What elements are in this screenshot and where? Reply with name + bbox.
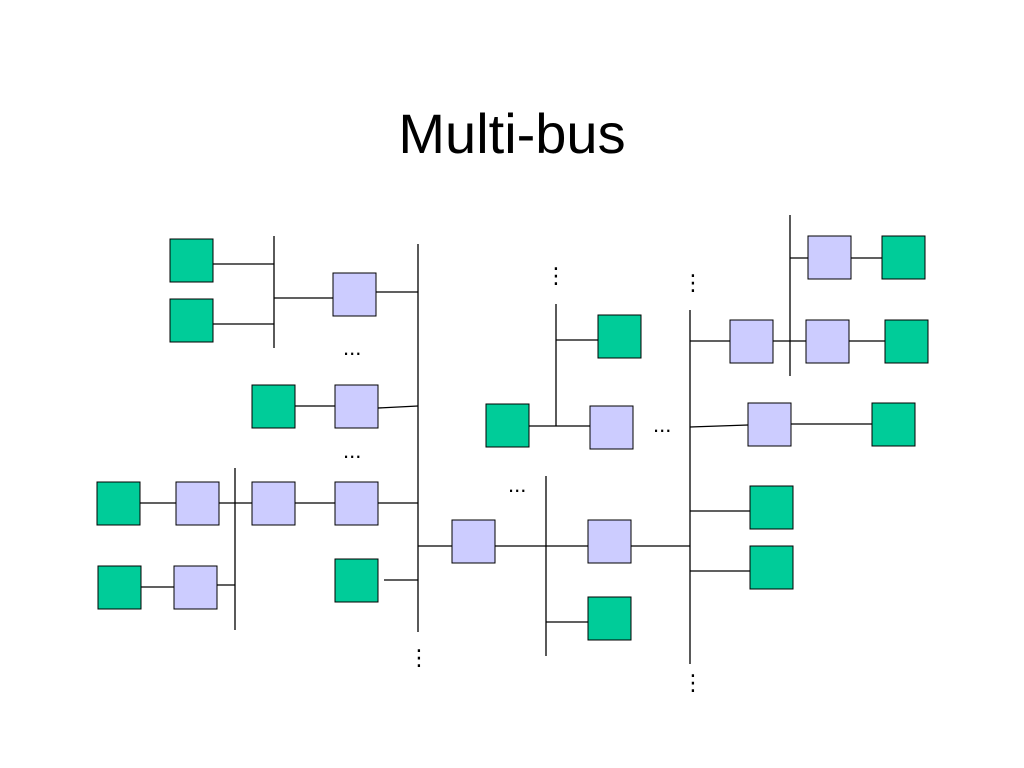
device-node (96, 481, 141, 526)
device-node (587, 596, 632, 641)
device-node (749, 545, 794, 590)
bridge-node (589, 405, 634, 450)
device-node (485, 403, 530, 448)
connector (689, 424, 749, 428)
bridge-nodes (173, 235, 852, 610)
device-node (97, 565, 142, 610)
ellipsis: ... (343, 335, 361, 360)
ellipses: ... ... ... ... ⋮ ⋮ ⋮ ⋮ (343, 263, 704, 695)
vertical-ellipsis: ⋮ (545, 263, 567, 288)
bridge-node (332, 272, 377, 317)
device-node (334, 558, 379, 603)
device-node (884, 319, 929, 364)
bridge-node (173, 565, 218, 610)
device-node (871, 402, 916, 447)
device-node (881, 235, 926, 280)
connector-lines (140, 257, 885, 623)
ellipsis: ... (508, 472, 526, 497)
vertical-ellipsis: ⋮ (682, 670, 704, 695)
device-nodes (96, 235, 929, 641)
ellipsis: ... (653, 412, 671, 437)
connector (377, 405, 419, 409)
page-title: Multi-bus (398, 102, 626, 165)
bridge-node (451, 519, 496, 564)
ellipsis: ... (343, 438, 361, 463)
bridge-node (251, 481, 296, 526)
bus-lines (234, 215, 791, 664)
device-node (749, 485, 794, 530)
device-node (251, 384, 296, 429)
vertical-ellipsis: ⋮ (408, 645, 430, 670)
vertical-ellipsis: ⋮ (682, 270, 704, 295)
bridge-node (587, 519, 632, 564)
device-node (597, 314, 642, 359)
device-node (169, 298, 214, 343)
bridge-node (334, 384, 379, 429)
bridge-node (334, 481, 379, 526)
bridge-node (729, 319, 774, 364)
device-node (169, 238, 214, 283)
bridge-node (805, 319, 850, 364)
bridge-node (175, 481, 220, 526)
bridge-node (747, 402, 792, 447)
bridge-node (807, 235, 852, 280)
